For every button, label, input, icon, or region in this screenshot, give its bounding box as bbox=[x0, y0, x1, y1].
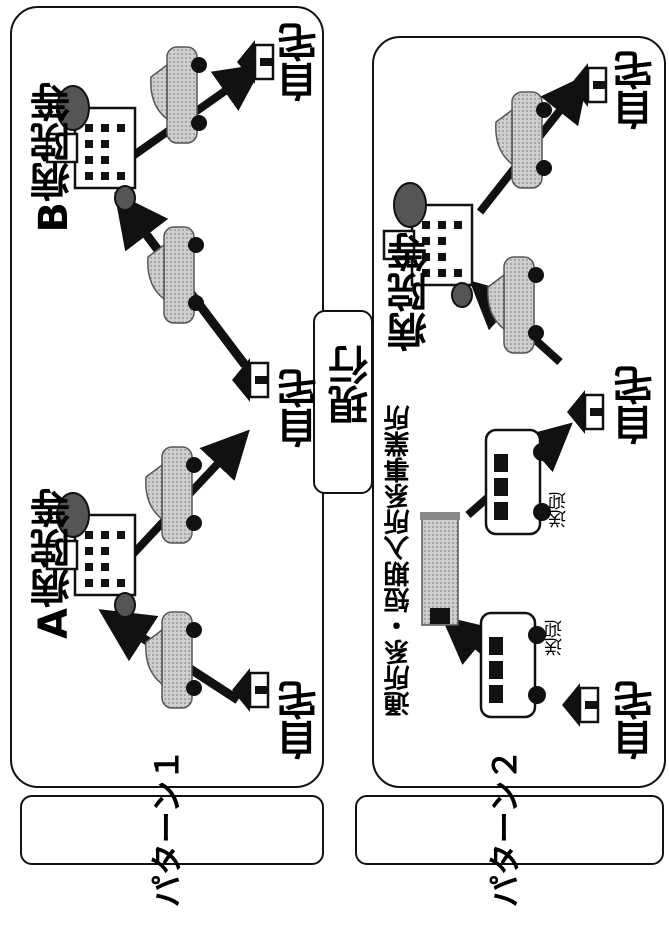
car-icon bbox=[487, 256, 544, 354]
car-icon bbox=[145, 446, 202, 544]
home-label: 自宅 bbox=[278, 368, 324, 448]
hospital-icon bbox=[45, 85, 137, 211]
house-icon bbox=[562, 683, 600, 727]
current-badge bbox=[313, 310, 373, 494]
diagram-scene bbox=[45, 40, 608, 727]
home-label: 自宅 bbox=[614, 50, 660, 130]
hospital-icon bbox=[382, 182, 474, 308]
pattern2-label: パターン２ bbox=[486, 748, 524, 908]
car-icon bbox=[150, 46, 207, 144]
car-icon bbox=[495, 91, 552, 189]
pattern1-label: パターン１ bbox=[148, 748, 186, 908]
hospital-b-label: B病院等 bbox=[31, 82, 77, 233]
pattern2-panel bbox=[372, 36, 666, 788]
home-label: 自宅 bbox=[278, 680, 324, 760]
car-icon bbox=[145, 611, 202, 709]
pickup-label: 送迎 bbox=[548, 492, 569, 528]
van-icon bbox=[479, 611, 546, 719]
pattern1-label-box bbox=[20, 795, 324, 865]
car-icon bbox=[147, 226, 204, 324]
house-icon bbox=[237, 40, 275, 84]
facility-building-icon bbox=[420, 512, 460, 626]
hospital-a-label: A病院等 bbox=[31, 488, 77, 639]
house-icon bbox=[232, 668, 270, 712]
home-label: 自宅 bbox=[614, 365, 660, 445]
home-label: 自宅 bbox=[278, 22, 324, 102]
pickup-label: 送迎 bbox=[544, 620, 565, 656]
house-icon bbox=[570, 63, 608, 107]
hospital-icon bbox=[45, 492, 137, 618]
pattern2-label-box bbox=[355, 795, 664, 865]
van-icon bbox=[484, 428, 551, 536]
home-label: 自宅 bbox=[614, 680, 660, 760]
facility-label: 通所系・短期入所系事業所 bbox=[384, 405, 414, 717]
hospital-label: 病院等 bbox=[388, 232, 434, 352]
house-icon bbox=[232, 358, 270, 402]
house-icon bbox=[567, 390, 605, 434]
current-label: 現行 bbox=[329, 345, 375, 425]
